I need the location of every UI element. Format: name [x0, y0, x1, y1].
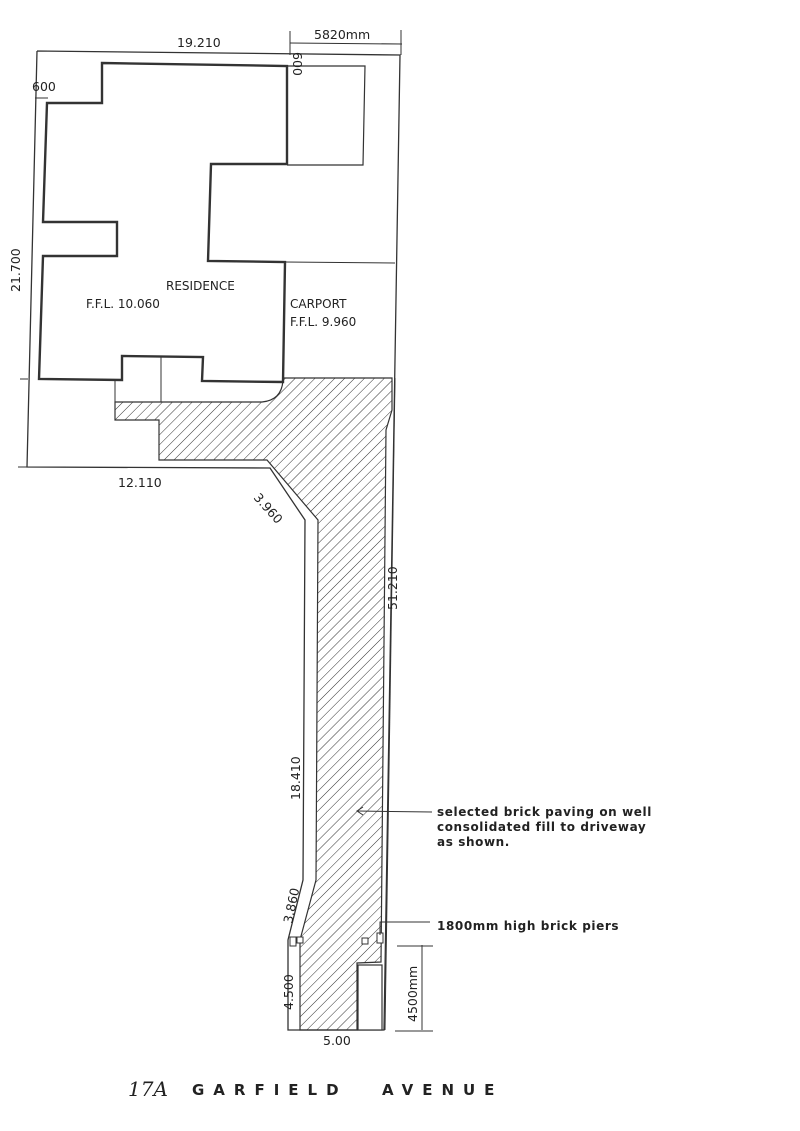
- street-name: GARFIELD: [192, 1081, 348, 1099]
- carport-ffl: F.F.L. 9.960: [290, 315, 356, 329]
- dim-diagonal: 3.960: [251, 490, 286, 527]
- dim-front-setback: 4500mm: [405, 966, 420, 1022]
- dim-setback-top: 600: [290, 52, 305, 76]
- paving-note-line2: consolidated fill to driveway: [437, 820, 646, 834]
- dim-line-carport: [289, 42, 403, 45]
- paving-note-line1: selected brick paving on well: [437, 805, 652, 819]
- address-number: 17A: [128, 1077, 168, 1101]
- dim-left-depth: 21.700: [8, 248, 23, 292]
- dim-top-width: 19.210: [177, 35, 221, 50]
- dim-front-left: 4.500: [281, 974, 296, 1010]
- dim-strip-left: 18.410: [288, 756, 303, 800]
- front-garden-bed: [357, 964, 383, 1031]
- driveway-edge: [384, 377, 396, 1031]
- dim-right-length: 51.210: [385, 566, 400, 610]
- piers-leader: [379, 921, 430, 935]
- dim-lower-width: 12.110: [118, 475, 162, 490]
- residence-label: RESIDENCE: [166, 279, 235, 293]
- brick-pier: [361, 937, 369, 945]
- carport-label: CARPORT: [290, 297, 347, 311]
- shed-outline: [287, 65, 366, 166]
- arrow-icon: [356, 806, 364, 816]
- brick-paving-driveway: [114, 377, 393, 1031]
- residence-outline: [37, 61, 289, 384]
- dim-setback-left: 600: [32, 79, 56, 94]
- piers-note: 1800mm high brick piers: [437, 919, 619, 933]
- brick-pier: [289, 936, 297, 947]
- paving-leader: [356, 810, 433, 813]
- street-type: AVENUE: [382, 1081, 503, 1099]
- dim-carport-width: 5820mm: [314, 27, 370, 42]
- carport-line: [284, 261, 396, 264]
- brick-pier: [296, 936, 304, 944]
- paving-note-line3: as shown.: [437, 835, 510, 849]
- dim-splay: 3.860: [280, 886, 302, 924]
- dim-frontage: 5.00: [323, 1033, 351, 1048]
- residence-ffl: F.F.L. 10.060: [86, 297, 160, 311]
